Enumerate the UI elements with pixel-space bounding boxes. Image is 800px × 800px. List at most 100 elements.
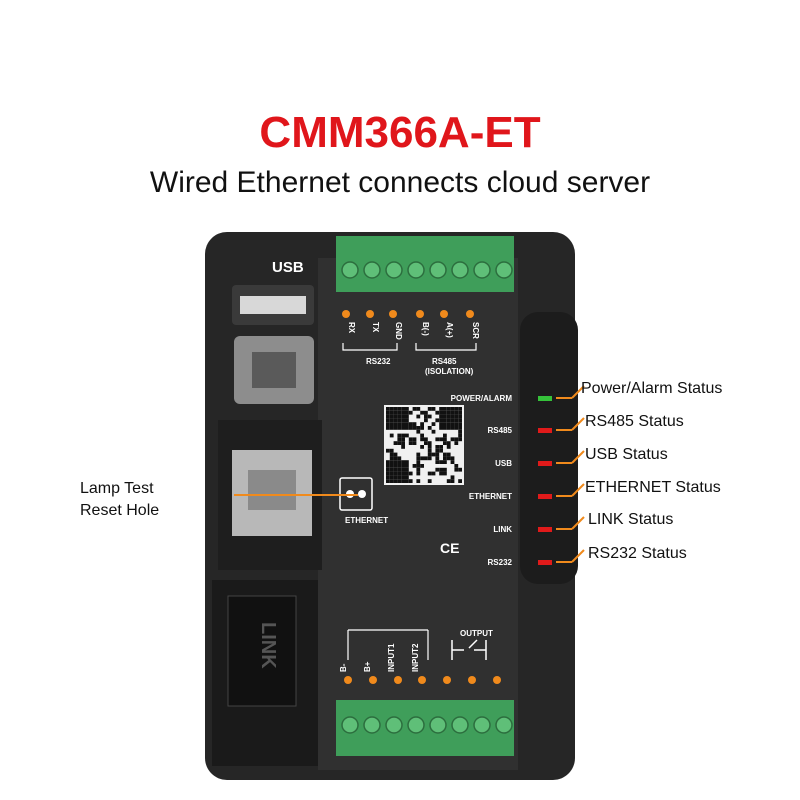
- qr-module: [446, 426, 451, 430]
- qr-module: [397, 467, 402, 472]
- qr-module: [397, 441, 402, 445]
- qr-module: [435, 452, 440, 457]
- qr-module: [389, 433, 394, 438]
- qr-module: [401, 464, 405, 468]
- qr-module: [454, 467, 459, 472]
- qr-module: [397, 426, 402, 430]
- qr-module: [454, 437, 459, 442]
- qr-module: [405, 414, 409, 419]
- qr-module: [389, 410, 394, 415]
- link-label: LINK: [257, 622, 279, 669]
- qr-module: [416, 456, 421, 461]
- panel-led-label: ETHERNET: [469, 492, 512, 501]
- qr-module: [439, 407, 443, 411]
- terminal-pin: [466, 310, 474, 318]
- status-callout: RS485 Status: [585, 413, 684, 430]
- terminal-pin: [342, 310, 350, 318]
- qr-module: [443, 456, 447, 461]
- qr-module: [446, 456, 451, 461]
- qr-module: [393, 410, 398, 415]
- status-arrow: [571, 483, 585, 497]
- qr-module: [401, 422, 405, 426]
- qr-module: [450, 426, 455, 430]
- panel-led-label: USB: [495, 459, 512, 468]
- qr-module: [450, 422, 455, 426]
- qr-module: [435, 445, 440, 449]
- qr-module: [401, 475, 405, 480]
- qr-module: [450, 437, 455, 442]
- qr-module: [446, 441, 451, 445]
- qr-module: [397, 414, 402, 419]
- qr-module: [389, 422, 394, 426]
- qr-module: [443, 437, 447, 442]
- qr-module: [446, 407, 451, 411]
- qr-module: [420, 445, 424, 449]
- qr-module: [401, 410, 405, 415]
- qr-module: [458, 414, 462, 419]
- terminal-screw: [451, 716, 469, 734]
- terminal-screw: [341, 716, 359, 734]
- terminal-screw: [385, 716, 403, 734]
- qr-module: [397, 422, 402, 426]
- qr-module: [431, 429, 436, 434]
- terminal-label: B+: [363, 661, 372, 672]
- qr-module: [439, 467, 443, 472]
- qr-module: [435, 460, 440, 464]
- qr-module: [393, 456, 398, 461]
- qr-module: [389, 407, 394, 411]
- rs485-group-label: RS485: [432, 357, 457, 366]
- qr-module: [454, 422, 459, 426]
- terminal-screw: [363, 261, 381, 279]
- qr-module: [427, 441, 432, 445]
- qr-module: [454, 414, 459, 419]
- terminal-label: TX: [371, 322, 380, 333]
- qr-module: [393, 471, 398, 476]
- qr-module: [405, 471, 409, 476]
- qr-module: [412, 426, 417, 430]
- qr-module: [386, 414, 390, 419]
- qr-module: [389, 467, 394, 472]
- qr-module: [386, 467, 390, 472]
- qr-module: [420, 410, 424, 415]
- qr-module: [389, 414, 394, 419]
- qr-module: [443, 418, 447, 423]
- product-title: CMM366A-ET: [259, 108, 541, 157]
- status-led: [538, 396, 552, 401]
- qr-module: [427, 456, 432, 461]
- qr-module: [401, 426, 405, 430]
- qr-module: [401, 460, 405, 464]
- qr-module: [393, 418, 398, 423]
- qr-module: [454, 441, 459, 445]
- status-arrow: [571, 516, 585, 530]
- qr-module: [386, 448, 390, 453]
- qr-module: [424, 437, 428, 442]
- qr-module: [435, 448, 440, 453]
- qr-module: [408, 426, 413, 430]
- qr-module: [446, 452, 451, 457]
- qr-module: [408, 441, 413, 445]
- qr-module: [408, 422, 413, 426]
- qr-module: [458, 407, 462, 411]
- qr-module: [416, 452, 421, 457]
- terminal-screw: [363, 716, 381, 734]
- qr-module: [386, 471, 390, 476]
- qr-module: [443, 422, 447, 426]
- qr-module: [427, 407, 432, 411]
- qr-module: [397, 433, 402, 438]
- qr-module: [393, 414, 398, 419]
- terminal-label: B-: [339, 663, 348, 672]
- qr-module: [424, 418, 428, 423]
- qr-module: [427, 471, 432, 476]
- status-callout: RS232 Status: [588, 545, 687, 562]
- qr-module: [435, 467, 440, 472]
- qr-module: [397, 471, 402, 476]
- qr-module: [458, 437, 462, 442]
- qr-module: [446, 418, 451, 423]
- qr-module: [401, 414, 405, 419]
- terminal-screw: [451, 261, 469, 279]
- status-arrow: [571, 450, 585, 464]
- qr-module: [443, 433, 447, 438]
- ethernet-jack-label: ETHERNET: [345, 516, 388, 525]
- qr-module: [405, 475, 409, 480]
- qr-module: [435, 418, 440, 423]
